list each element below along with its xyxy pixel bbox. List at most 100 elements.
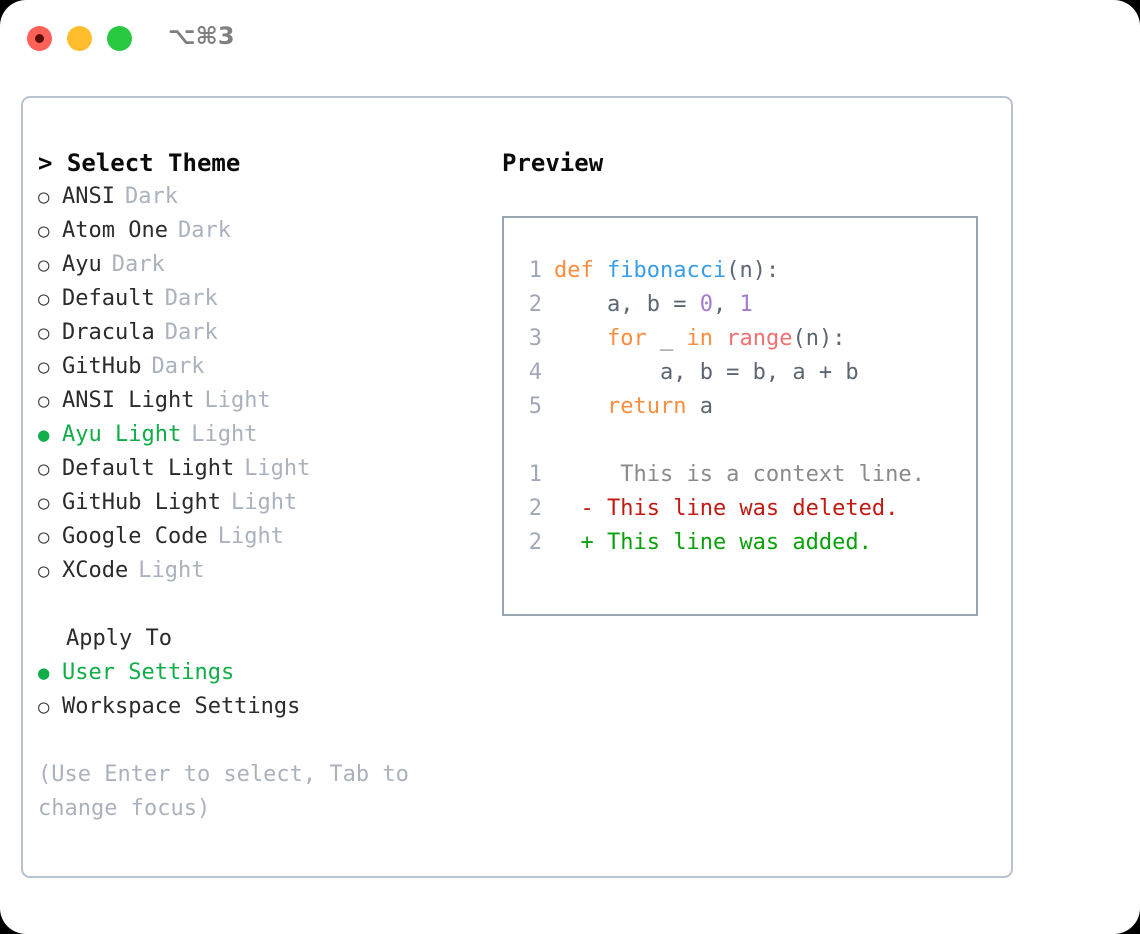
code-line: 1 def fibonacci(n):	[520, 254, 925, 288]
radio-unselected-icon: ○	[38, 186, 50, 208]
apply-to-label: Workspace Settings	[62, 694, 301, 719]
code-token	[594, 258, 607, 283]
code-token: def	[554, 258, 594, 283]
code-token	[554, 394, 607, 419]
line-number: 2	[528, 496, 542, 521]
theme-variant-badge: Dark	[177, 218, 231, 243]
code-token: a, b =	[554, 292, 700, 317]
theme-list-item[interactable]: ○ XCode Light	[38, 554, 498, 588]
code-token: ,	[712, 292, 740, 317]
radio-selected-icon: ●	[38, 662, 50, 684]
theme-variant-badge: Dark	[164, 286, 218, 311]
theme-list-item[interactable]: ○ Google Code Light	[38, 520, 498, 554]
line-number: 3	[528, 326, 542, 351]
theme-variant-badge: Dark	[151, 354, 205, 379]
spacer	[38, 588, 498, 622]
line-number: 2	[528, 292, 542, 317]
diff-text: - This line was deleted.	[554, 496, 899, 521]
theme-variant-badge: Light	[191, 422, 258, 447]
apply-to-label: User Settings	[62, 660, 235, 685]
radio-unselected-icon: ○	[38, 458, 50, 480]
maximize-window-button[interactable]	[107, 26, 132, 51]
line-number: 2	[528, 530, 542, 555]
title-bar: ⌥⌘3	[0, 0, 1140, 78]
theme-variant-badge: Dark	[124, 184, 178, 209]
radio-unselected-icon: ○	[38, 356, 50, 378]
radio-unselected-icon: ○	[38, 526, 50, 548]
diff-line: 2 - This line was deleted.	[520, 492, 925, 526]
apply-to-item[interactable]: ● User Settings	[38, 656, 498, 690]
code-token: for	[606, 326, 647, 351]
select-theme-heading-label: Select Theme	[66, 149, 241, 177]
theme-variant-badge: Light	[138, 558, 205, 583]
diff-text: + This line was added.	[554, 530, 872, 555]
radio-unselected-icon: ○	[38, 560, 50, 582]
code-token: return	[606, 394, 687, 419]
theme-variant-badge: Light	[230, 490, 298, 515]
apply-to-item[interactable]: ○ Workspace Settings	[38, 690, 498, 724]
code-line: 4 a, b = b, a + b	[520, 356, 925, 390]
theme-name-label: GitHub	[62, 354, 142, 379]
code-token	[713, 326, 726, 351]
code-token: 0	[699, 292, 713, 317]
keyboard-hint-text: (Use Enter to select, Tab to change focu…	[38, 762, 423, 821]
code-token: a, b = b, a + b	[554, 360, 859, 385]
diff-line: 1 This is a context line.	[520, 458, 925, 492]
radio-unselected-icon: ○	[38, 390, 50, 412]
theme-name-label: Ayu Light	[62, 422, 182, 447]
theme-list-item[interactable]: ○ Default Dark	[38, 282, 498, 316]
line-number: 1	[528, 258, 542, 283]
code-blank-line	[520, 424, 925, 458]
code-token: (n):	[792, 326, 846, 351]
code-line: 2 a, b = 0, 1	[520, 288, 925, 322]
radio-unselected-icon: ○	[38, 492, 50, 514]
code-line: 5 return a	[520, 390, 925, 424]
traffic-lights	[27, 26, 132, 51]
theme-name-label: Atom One	[62, 218, 168, 243]
code-line: 3 for _ in range(n):	[520, 322, 925, 356]
radio-unselected-icon: ○	[38, 288, 50, 310]
code-token	[554, 326, 607, 351]
theme-name-label: Google Code	[62, 524, 208, 549]
theme-name-label: Default	[62, 286, 155, 311]
theme-list-item[interactable]: ○ GitHub Dark	[38, 350, 498, 384]
radio-unselected-icon: ○	[38, 322, 50, 344]
theme-name-label: XCode	[62, 558, 129, 583]
theme-variant-badge: Light	[244, 456, 311, 481]
apply-to-list[interactable]: ● User Settings ○ Workspace Settings	[38, 656, 498, 724]
theme-name-label: ANSI	[62, 184, 115, 209]
diff-text: This is a context line.	[554, 462, 925, 487]
theme-variant-badge: Light	[204, 388, 271, 413]
line-number: 1	[528, 462, 542, 487]
theme-variant-badge: Light	[217, 524, 284, 549]
code-token: (n):	[726, 258, 780, 283]
diff-line: 2 + This line was added.	[520, 526, 925, 560]
code-token: fibonacci	[607, 258, 727, 283]
radio-unselected-icon: ○	[38, 254, 50, 276]
line-number: 5	[528, 394, 542, 419]
line-number: 4	[528, 360, 542, 385]
minimize-window-button[interactable]	[67, 26, 92, 51]
close-window-button[interactable]	[27, 26, 52, 51]
radio-unselected-icon: ○	[38, 696, 50, 718]
theme-variant-badge: Dark	[164, 320, 218, 345]
theme-variant-badge: Dark	[111, 252, 165, 277]
code-token: _	[646, 326, 687, 351]
code-token: in	[686, 326, 713, 351]
apply-to-heading: Apply To	[66, 626, 172, 651]
theme-list-item[interactable]: ○ ANSI Dark	[38, 180, 498, 214]
code-token: a	[686, 394, 713, 419]
